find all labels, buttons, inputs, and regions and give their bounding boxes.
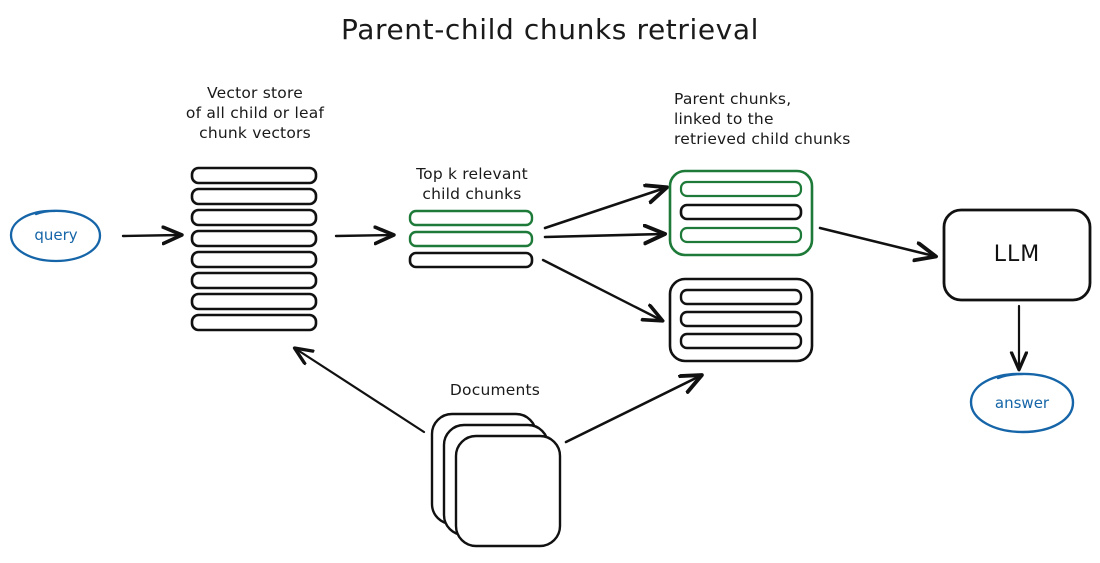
vector-store-stack[interactable]: [190, 166, 318, 332]
arrow-top-k-2-to-parent-linked: [543, 234, 663, 237]
node-answer[interactable]: [969, 372, 1075, 434]
parent-box-linked-bar-2: [679, 203, 803, 221]
parent-box-linked[interactable]: [668, 169, 814, 257]
node-answer-label: answer: [994, 394, 1050, 412]
label-top-k-chunks: Top k relevant child chunks: [416, 165, 528, 203]
arrow-top-k-3-to-parent-plain: [541, 258, 661, 320]
parent-box-plain-bar-2: [679, 310, 803, 328]
parent-box-linked-bar-1: [679, 180, 803, 198]
arrow-top-k-1-to-parent-linked: [543, 188, 665, 230]
node-query-label: query: [34, 226, 78, 244]
top-k-chunk-1: [408, 209, 534, 227]
parent-box-plain[interactable]: [668, 277, 814, 363]
parent-box-linked-bar-3: [679, 226, 803, 244]
parent-box-plain-bar-1: [679, 288, 803, 306]
node-llm[interactable]: [942, 208, 1092, 302]
top-k-chunk-2: [408, 230, 534, 248]
arrow-documents-to-parent-plain: [564, 376, 700, 444]
top-k-chunk-3: [408, 251, 534, 269]
label-documents: Documents: [449, 381, 541, 399]
arrow-parent-linked-to-llm: [818, 226, 934, 256]
node-query[interactable]: [9, 209, 102, 263]
label-vector-store: Vector store of all child or leaf chunk …: [185, 84, 325, 142]
top-k-chunks-stack[interactable]: [408, 209, 534, 269]
page-title: Parent-child chunks retrieval: [341, 13, 759, 46]
label-parent-chunks: Parent chunks, linked to the retrieved c…: [674, 90, 851, 148]
arrow-vector-store-to-top-k: [334, 235, 392, 236]
arrow-documents-to-vector-store: [296, 349, 426, 434]
document-sheet-1: [454, 434, 562, 548]
node-llm-label: LLM: [993, 242, 1041, 267]
arrow-query-to-vector-store: [121, 235, 180, 236]
parent-box-plain-bar-3: [679, 332, 803, 350]
documents-stack[interactable]: [430, 412, 562, 548]
